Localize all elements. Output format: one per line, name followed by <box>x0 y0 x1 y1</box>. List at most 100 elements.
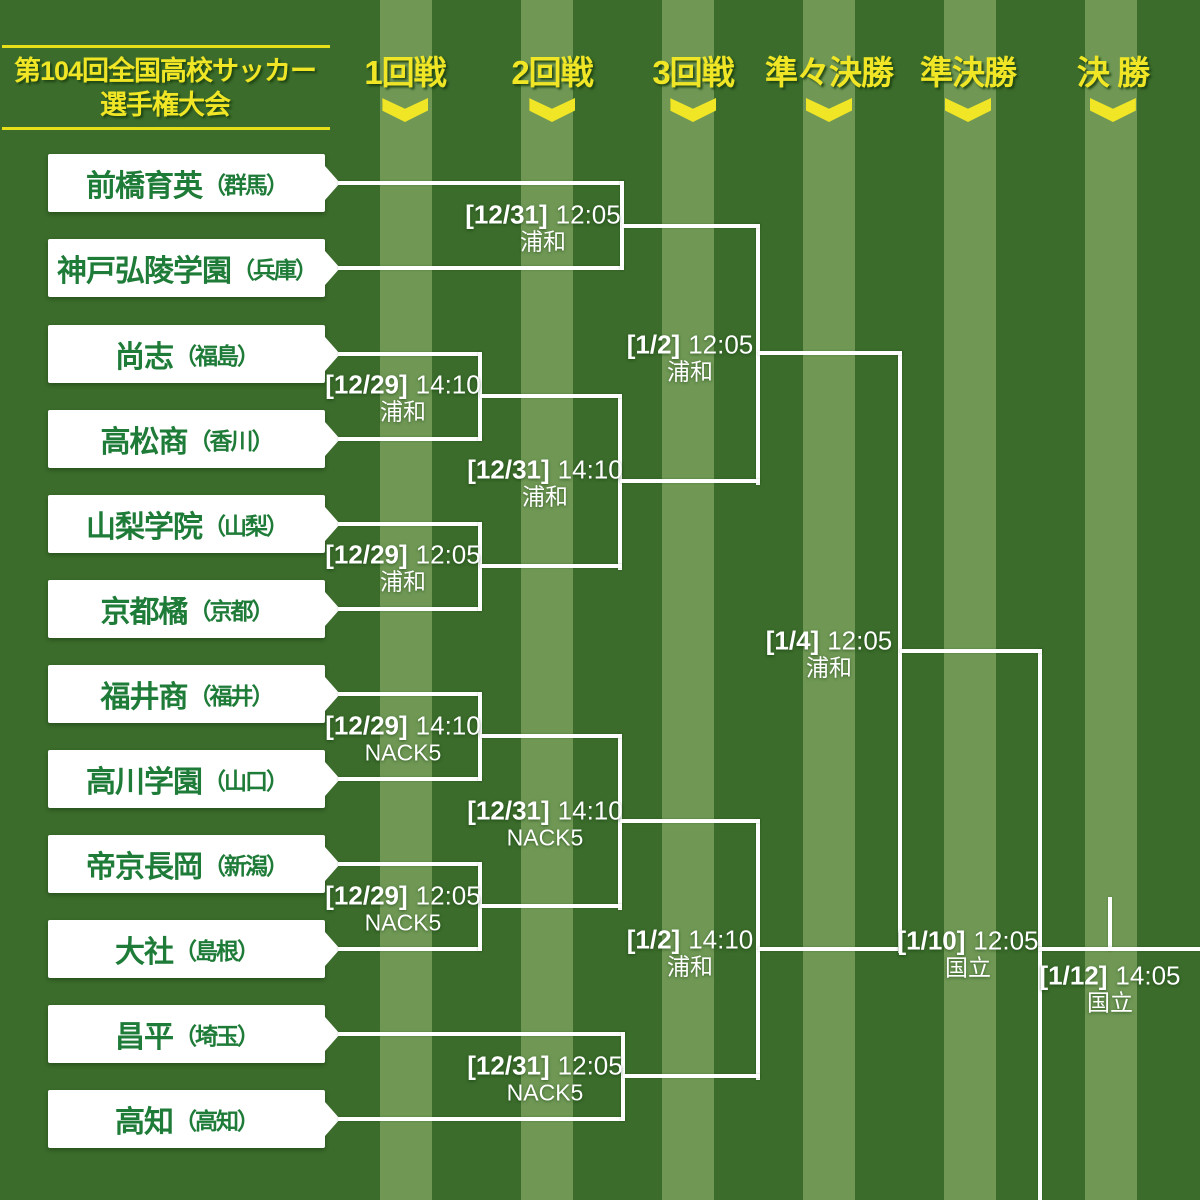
team-prefecture: （香川） <box>188 428 275 454</box>
down-arrow-icon <box>528 98 575 122</box>
match-time: 12:05 <box>557 1050 623 1081</box>
match-venue: NACK5 <box>364 739 442 766</box>
match-venue: 浦和 <box>522 483 568 510</box>
team-prefecture: （兵庫） <box>232 257 318 283</box>
team-prefecture: （高知） <box>174 1108 260 1134</box>
bracket-join-semifinal <box>1038 649 1042 1200</box>
team-name: 尚志 <box>115 341 174 374</box>
down-arrow-icon <box>1089 98 1136 122</box>
team-prefecture: （新潟） <box>203 853 289 879</box>
winner-line-d <box>620 479 760 483</box>
match-time: 14:05 <box>1115 960 1181 991</box>
round-header-1: 1回戦 <box>364 50 447 122</box>
match-venue: 浦和 <box>380 568 426 595</box>
round-header-3: 3回戦 <box>652 50 735 122</box>
winner-line-j <box>623 1074 760 1078</box>
match-date: [12/29] <box>325 539 408 570</box>
tournament-title-line1: 第104回全国高校サッカー <box>13 56 317 86</box>
team-box-maebashi-ikuei: 前橋育英（群馬） <box>48 154 325 212</box>
match-label-round1-c: [12/29]12:05 浦和 <box>325 539 480 595</box>
team-prefecture: （福井） <box>188 683 275 709</box>
match-date: [12/29] <box>325 710 408 741</box>
round-header-2: 2回戦 <box>511 50 594 122</box>
round-label: 1回戦 <box>364 54 446 91</box>
match-label-round1-f: [12/29]14:10 NACK5 <box>325 710 480 766</box>
match-venue: 浦和 <box>666 953 713 980</box>
team-name: 高知 <box>115 1106 174 1139</box>
bracket-line-team7 <box>338 692 482 696</box>
winner-line-c <box>480 564 622 568</box>
team-box-kyoto-tachibana: 京都橘（京都） <box>48 580 325 638</box>
team-prefecture: （京都） <box>188 598 275 624</box>
champion-tick-line <box>1108 897 1112 951</box>
match-time: 12:05 <box>415 880 481 911</box>
bracket-line-team9 <box>338 862 482 866</box>
bracket-line-team3 <box>338 352 482 356</box>
bracket-line-team5 <box>338 522 482 526</box>
team-prefecture: （山梨） <box>203 513 289 539</box>
tournament-title: 第104回全国高校サッカー 選手権大会 <box>0 54 330 122</box>
team-box-shohei: 昌平（埼玉） <box>48 1005 325 1063</box>
team-name: 福井商 <box>100 681 189 714</box>
match-date: [1/12] <box>1039 960 1108 991</box>
team-name: 帝京長岡 <box>86 851 203 884</box>
team-box-yamanashi-gakuin: 山梨学院（山梨） <box>48 495 325 553</box>
match-venue: 浦和 <box>805 654 852 681</box>
team-prefecture: （島根） <box>174 938 260 964</box>
match-date: [12/31] <box>467 454 550 485</box>
winner-line-g <box>480 904 622 908</box>
match-venue: 浦和 <box>520 228 566 255</box>
team-prefecture: （福島） <box>174 343 260 369</box>
match-venue: 浦和 <box>666 358 713 385</box>
match-time: 14:10 <box>557 795 623 826</box>
match-time: 12:05 <box>688 329 754 360</box>
match-label-final: [1/12]14:05 国立 <box>1039 960 1181 1015</box>
match-time: 14:10 <box>557 454 623 485</box>
round-header-final: 決 勝 <box>1076 50 1150 122</box>
match-date: [12/31] <box>467 795 550 826</box>
match-date: [12/31] <box>465 199 548 230</box>
team-name: 大社 <box>115 936 174 969</box>
match-venue: 浦和 <box>380 398 426 425</box>
match-venue: NACK5 <box>506 824 584 851</box>
match-label-round3-e: [1/2]12:05 浦和 <box>627 329 754 385</box>
team-prefecture: （群馬） <box>203 172 289 198</box>
bracket-line-team10 <box>338 947 482 951</box>
match-date: [12/29] <box>325 880 408 911</box>
match-time: 12:05 <box>555 199 621 230</box>
match-time: 14:10 <box>415 369 481 400</box>
match-date: [12/31] <box>467 1050 550 1081</box>
team-name: 京都橘 <box>100 596 189 629</box>
round-label: 準々決勝 <box>765 54 894 91</box>
team-box-fukui-sho: 福井商（福井） <box>48 665 325 723</box>
match-label-round2-a: [12/31]12:05 浦和 <box>465 199 621 255</box>
title-rule-top <box>2 45 330 48</box>
match-time: 12:05 <box>827 625 893 656</box>
match-label-round2-j: [12/31]12:05 NACK5 <box>467 1050 623 1106</box>
match-time: 14:10 <box>688 924 754 955</box>
match-label-quarterfinal: [1/4]12:05 浦和 <box>766 625 893 681</box>
title-rule-bottom <box>2 127 330 130</box>
tournament-title-line2: 選手権大会 <box>100 90 231 120</box>
down-arrow-icon <box>806 98 852 122</box>
team-box-teikyo-nagaoka: 帝京長岡（新潟） <box>48 835 325 893</box>
winner-line-e <box>758 351 902 355</box>
bracket-line-team2 <box>338 266 624 270</box>
winner-line-a <box>622 224 760 228</box>
winner-line-b <box>480 394 622 398</box>
team-box-takagawa-gakuen: 高川学園（山口） <box>48 750 325 808</box>
team-name: 昌平 <box>115 1021 174 1054</box>
bracket-line-team12 <box>338 1117 625 1121</box>
round-label: 決 勝 <box>1076 54 1150 91</box>
team-name: 高川学園 <box>86 766 203 799</box>
match-venue: NACK5 <box>506 1079 584 1106</box>
team-name: 山梨学院 <box>86 511 203 544</box>
team-box-kochi: 高知（高知） <box>48 1090 325 1148</box>
round-label: 3回戦 <box>652 54 734 91</box>
team-box-shoshi: 尚志（福島） <box>48 325 325 383</box>
match-venue: NACK5 <box>364 909 442 936</box>
winner-line-h <box>620 819 760 823</box>
team-name: 高松商 <box>100 426 189 459</box>
round-label: 2回戦 <box>511 54 593 91</box>
